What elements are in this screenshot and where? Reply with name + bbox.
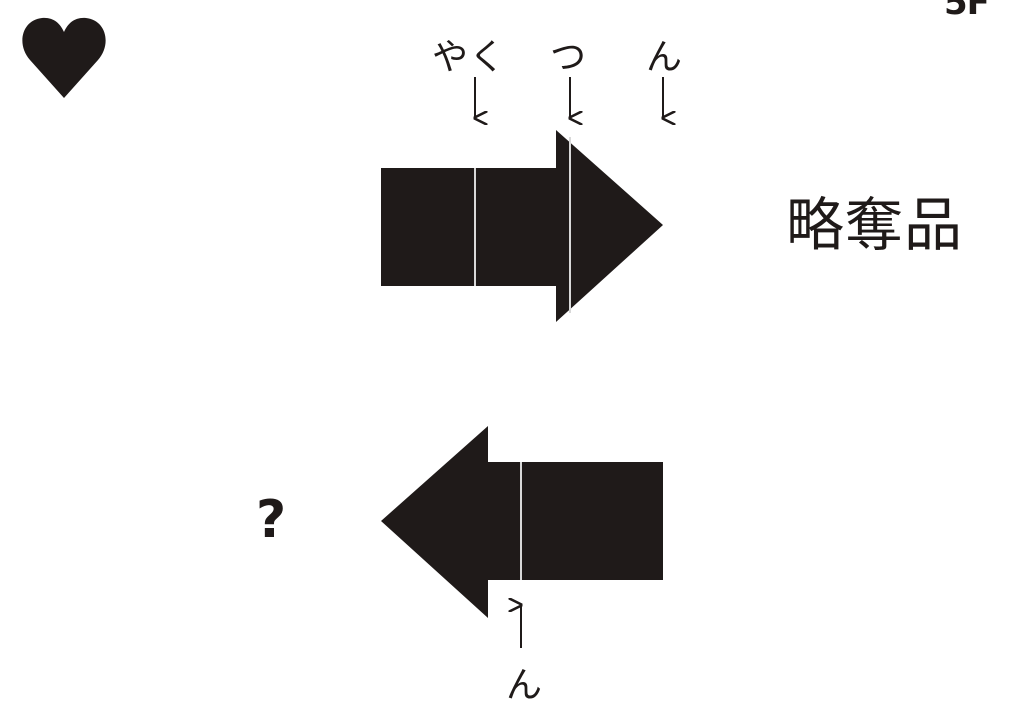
heart-icon <box>22 17 106 98</box>
top-answer-text: 略奪品 <box>786 191 964 259</box>
top-kana-yaku: やく <box>432 37 507 78</box>
top-kana-tsu: つ <box>550 37 587 78</box>
top-kana-n: ん <box>646 37 683 78</box>
top-right-arrow <box>381 130 663 322</box>
bottom-kana-n: ん <box>506 665 543 706</box>
bottom-answer-question: ? <box>256 490 287 550</box>
floor-label: 5F <box>944 0 990 23</box>
